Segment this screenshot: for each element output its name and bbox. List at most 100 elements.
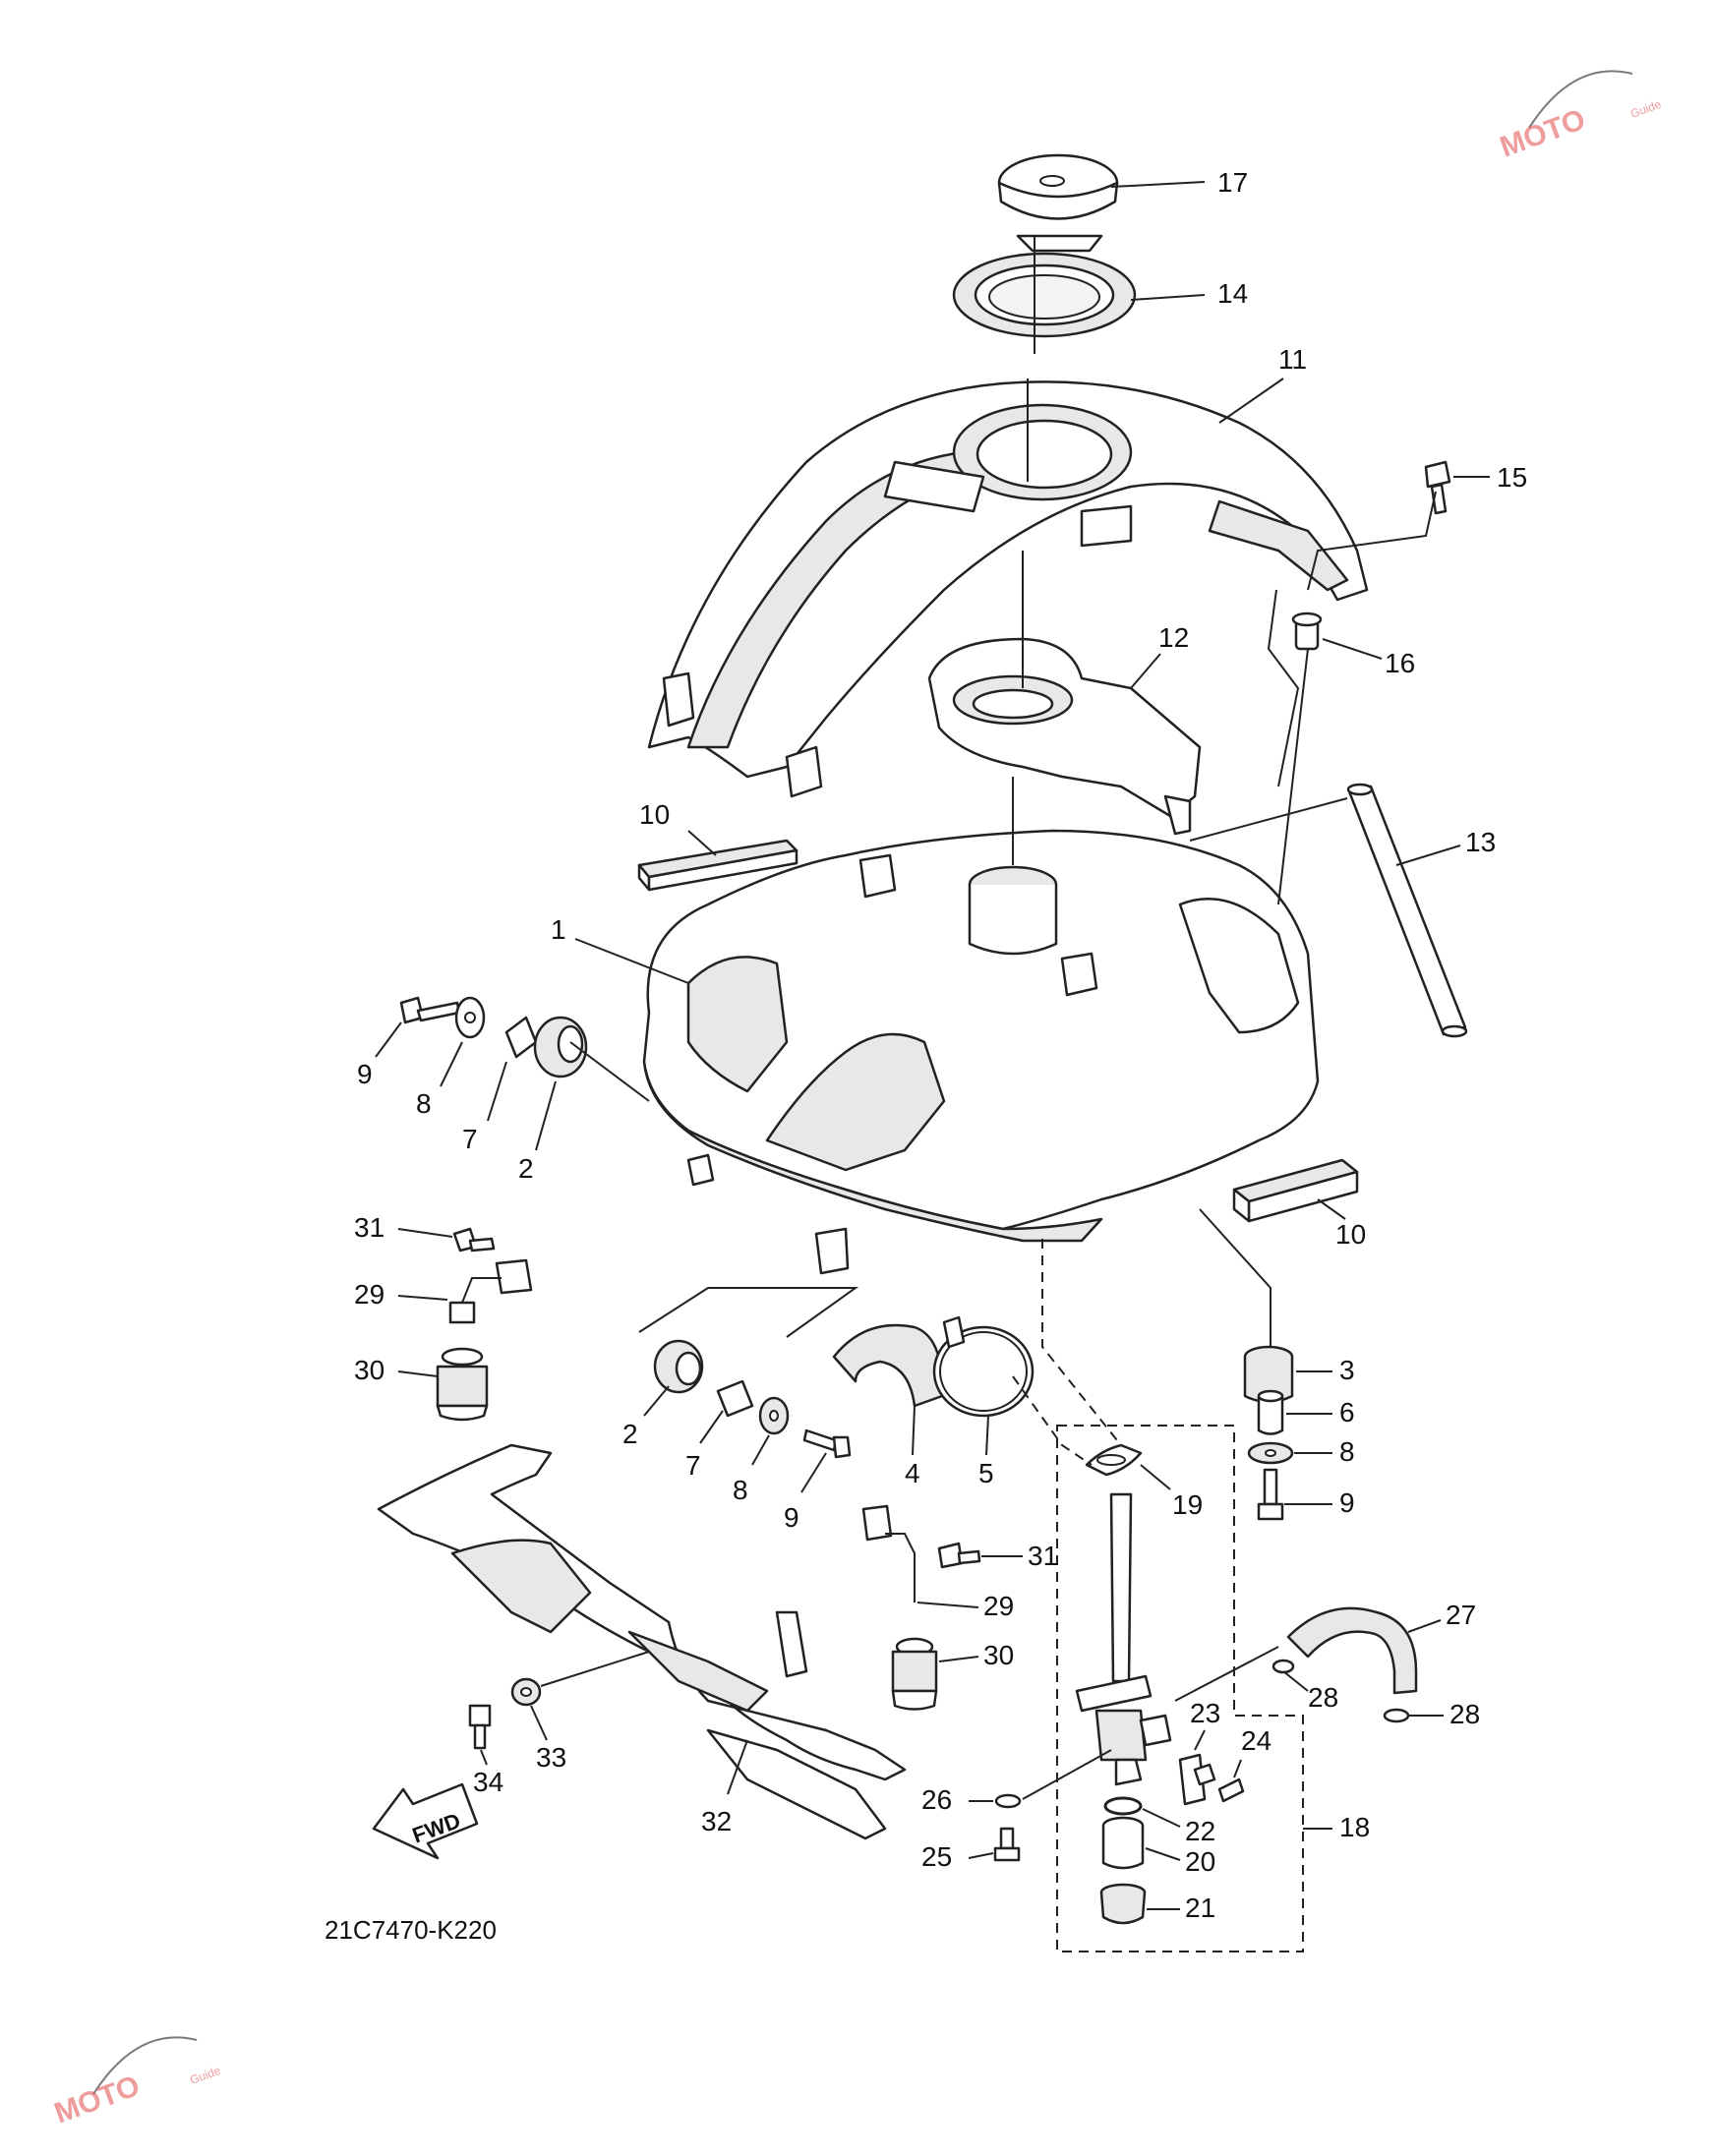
lever-23-part bbox=[1178, 1753, 1216, 1806]
callout-18: 18 bbox=[1339, 1812, 1370, 1842]
washer-33-part bbox=[510, 1677, 542, 1707]
callout-1: 1 bbox=[551, 914, 566, 945]
watermark-sub-top: Guide bbox=[1628, 97, 1663, 121]
callout-34: 34 bbox=[473, 1767, 503, 1797]
callout-19: 19 bbox=[1172, 1489, 1203, 1520]
watermark-brand-bottom: MOTO bbox=[50, 2069, 144, 2130]
filler-tray-part bbox=[927, 637, 1202, 836]
callout-2-left: 2 bbox=[518, 1153, 534, 1184]
connection-lines bbox=[540, 236, 1437, 1800]
callout-9-left: 9 bbox=[357, 1059, 373, 1089]
cup-21-part bbox=[1099, 1883, 1147, 1925]
callout-30-right: 30 bbox=[983, 1640, 1014, 1670]
watermark-top-right: MOTO Guide bbox=[1496, 70, 1663, 164]
grommet-2-left-part bbox=[533, 1016, 588, 1078]
grommet-2-lower-part bbox=[653, 1339, 704, 1394]
cap-gasket-part bbox=[952, 252, 1137, 338]
callout-8-left: 8 bbox=[416, 1088, 432, 1119]
bolt-31-right-part bbox=[937, 1542, 981, 1569]
gasket-19-part bbox=[1085, 1443, 1143, 1477]
diagram-code: 21C7470-K220 bbox=[325, 1915, 497, 1945]
oring-22-part bbox=[1103, 1796, 1143, 1816]
watermark-bottom-left: MOTO Guide bbox=[50, 2036, 222, 2130]
callout-17: 17 bbox=[1217, 167, 1248, 198]
bracket-29-left-part bbox=[448, 1258, 533, 1324]
damper-30-left-part bbox=[436, 1347, 489, 1422]
band-5-part bbox=[932, 1315, 1035, 1418]
screw-25-part bbox=[993, 1827, 1021, 1862]
fuel-tank-part bbox=[642, 829, 1320, 1275]
callout-3: 3 bbox=[1339, 1355, 1355, 1385]
callout-5: 5 bbox=[978, 1458, 994, 1488]
forward-arrow-icon: FWD bbox=[372, 1782, 479, 1860]
washer-8-left-part bbox=[454, 996, 486, 1039]
callout-30-left: 30 bbox=[354, 1355, 384, 1385]
callout-14: 14 bbox=[1217, 278, 1248, 309]
callout-10-upper: 10 bbox=[639, 799, 670, 830]
callout-26: 26 bbox=[921, 1784, 952, 1815]
filter-20-part bbox=[1101, 1816, 1145, 1870]
callout-25: 25 bbox=[921, 1841, 952, 1872]
callouts: 17 14 11 15 16 12 13 10 1 9 8 7 bbox=[354, 167, 1527, 1923]
callout-9-lower: 9 bbox=[784, 1502, 799, 1533]
callout-8-right: 8 bbox=[1339, 1436, 1355, 1467]
callout-27: 27 bbox=[1446, 1600, 1476, 1630]
rubber-strip-lower-part bbox=[1232, 1158, 1359, 1223]
callout-2-lower: 2 bbox=[622, 1419, 638, 1449]
washer-8-right-part bbox=[1247, 1441, 1294, 1465]
bracket-29-right-part bbox=[861, 1504, 916, 1602]
callout-6: 6 bbox=[1339, 1397, 1355, 1428]
collar-7-left-part bbox=[504, 1016, 538, 1059]
callout-7-left: 7 bbox=[462, 1124, 478, 1154]
rubber-strip-upper-part bbox=[637, 839, 798, 892]
bolt-15-part bbox=[1424, 460, 1451, 515]
callout-28-right: 28 bbox=[1449, 1699, 1480, 1729]
callout-7-lower: 7 bbox=[685, 1450, 701, 1481]
callout-31-right: 31 bbox=[1028, 1541, 1058, 1571]
drain-hose-part bbox=[1346, 783, 1468, 1038]
bolt-9-right-part bbox=[1257, 1468, 1284, 1521]
washer-8-lower-part bbox=[758, 1396, 790, 1435]
callout-21: 21 bbox=[1185, 1893, 1215, 1923]
callout-12: 12 bbox=[1158, 622, 1189, 653]
bolt-9-left-part bbox=[399, 996, 461, 1024]
fuel-cap-part bbox=[997, 153, 1119, 253]
callout-29-left: 29 bbox=[354, 1279, 384, 1310]
watermark-sub-bottom: Guide bbox=[188, 2064, 222, 2087]
callout-20: 20 bbox=[1185, 1846, 1215, 1877]
collar-16-part bbox=[1291, 612, 1323, 651]
bolt-31-left-part bbox=[452, 1227, 496, 1253]
damper-30-right-part bbox=[891, 1637, 938, 1711]
bolt-34-part bbox=[468, 1704, 492, 1750]
assembly-18-box bbox=[1056, 1425, 1304, 1952]
clip-28-upper-part bbox=[1271, 1659, 1295, 1674]
clip-28-right-part bbox=[1383, 1708, 1410, 1723]
callout-16: 16 bbox=[1385, 648, 1415, 678]
watermark-brand-top: MOTO bbox=[1496, 103, 1589, 164]
callout-4: 4 bbox=[905, 1458, 920, 1488]
damper-4-part bbox=[832, 1323, 944, 1408]
callout-13: 13 bbox=[1465, 827, 1496, 857]
fuel-cock-18-part bbox=[1075, 1492, 1172, 1786]
callout-10-lower: 10 bbox=[1335, 1219, 1366, 1250]
callout-32: 32 bbox=[701, 1806, 732, 1836]
callout-8-lower: 8 bbox=[733, 1475, 748, 1505]
callout-24: 24 bbox=[1241, 1725, 1271, 1756]
callout-29-right: 29 bbox=[983, 1591, 1014, 1621]
callout-31-left: 31 bbox=[354, 1212, 384, 1243]
callout-28-upper: 28 bbox=[1308, 1682, 1338, 1713]
callout-22: 22 bbox=[1185, 1816, 1215, 1846]
screw-24-part bbox=[1217, 1777, 1245, 1803]
collar-6-part bbox=[1257, 1389, 1284, 1435]
callout-23: 23 bbox=[1190, 1698, 1220, 1728]
collar-7-lower-part bbox=[716, 1379, 754, 1418]
bolt-9-lower-part bbox=[802, 1428, 852, 1459]
callout-9-right: 9 bbox=[1339, 1487, 1355, 1518]
callout-15: 15 bbox=[1497, 462, 1527, 493]
washer-26-part bbox=[994, 1793, 1022, 1809]
callout-11: 11 bbox=[1278, 344, 1307, 375]
hose-27-part bbox=[1286, 1606, 1418, 1695]
callout-33: 33 bbox=[536, 1742, 566, 1773]
side-cover-32-part bbox=[377, 1443, 907, 1840]
